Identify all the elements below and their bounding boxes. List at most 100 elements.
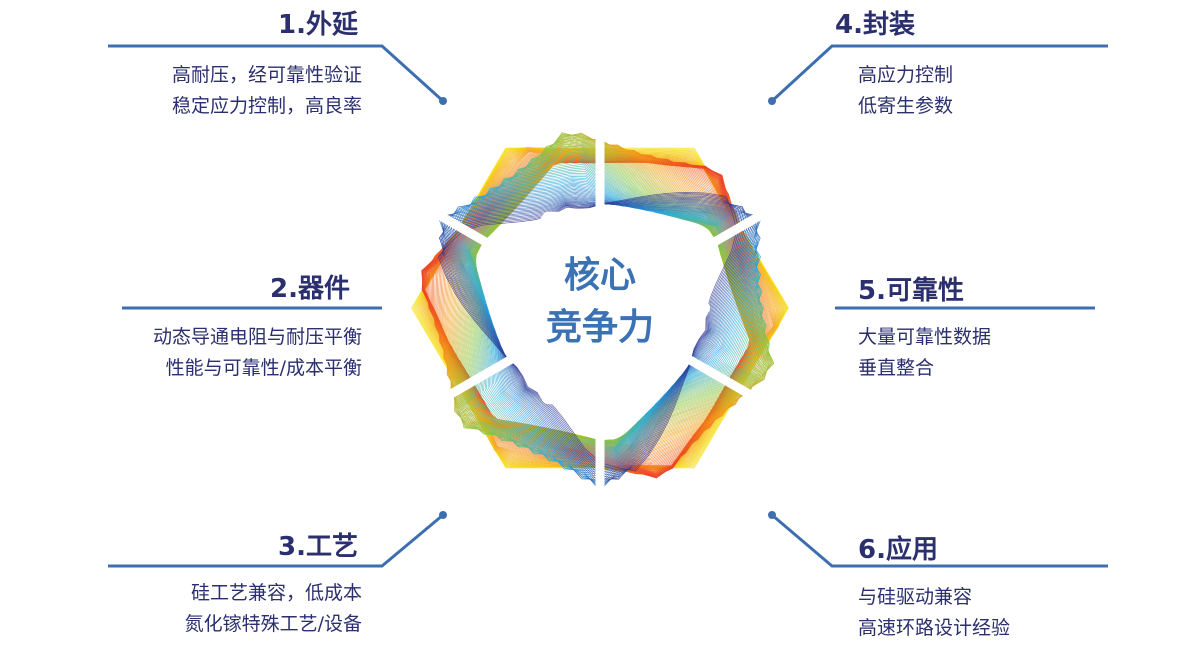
connector-dot-6 xyxy=(768,511,776,519)
rainbow-band-line xyxy=(440,152,750,457)
rainbow-band-line xyxy=(435,156,751,465)
item-5-line-2: 垂直整合 xyxy=(858,357,935,379)
rainbow-band-line xyxy=(453,187,757,476)
rainbow-band-line xyxy=(445,146,756,451)
rainbow-band-line xyxy=(424,148,780,467)
item-6-title: 6.应用 xyxy=(858,535,938,565)
rainbow-band-line xyxy=(442,200,758,487)
rainbow-band-line xyxy=(438,154,751,461)
item-3-line-1: 硅工艺兼容，低成本 xyxy=(190,582,362,604)
center-line-2: 竞争力 xyxy=(545,307,654,348)
rainbow-band-line xyxy=(440,199,760,490)
rainbow-band-line xyxy=(417,147,786,467)
rainbow-band-line xyxy=(446,193,759,483)
rainbow-band-line xyxy=(451,136,767,443)
rainbow-band-line xyxy=(442,150,751,455)
item-4-line-2: 低寄生参数 xyxy=(858,95,954,117)
item-4-title: 4.封装 xyxy=(835,10,915,40)
item-1-line-2: 稳定应力控制，高良率 xyxy=(171,95,362,117)
rainbow-band-line xyxy=(430,157,752,470)
rainbow-band-line xyxy=(412,147,789,469)
item-6-line-2: 高速环路设计经验 xyxy=(858,617,1011,639)
rainbow-band-line xyxy=(437,191,737,472)
rainbow-band-line xyxy=(419,147,785,467)
rainbow-band-line xyxy=(413,147,788,468)
item-5-title: 5.可靠性 xyxy=(858,276,964,306)
rainbow-band-line xyxy=(451,138,766,444)
segment-gap xyxy=(683,353,798,425)
center-hole xyxy=(490,211,710,405)
item-6-line-1: 与硅驱动兼容 xyxy=(858,586,973,608)
connector-6 xyxy=(771,513,1108,568)
rainbow-band-line xyxy=(443,148,753,454)
item-3-description: 硅工艺兼容，低成本 氮化镓特殊工艺/设备 xyxy=(185,578,362,640)
segment-gap xyxy=(402,353,517,425)
rainbow-band-line xyxy=(448,191,761,480)
rainbow-band-line xyxy=(415,147,787,468)
rainbow-band-line xyxy=(416,147,786,468)
rainbow-band-line xyxy=(456,134,772,442)
rainbow-band-line xyxy=(441,196,747,478)
item-2-description: 动态导通电阻与耐压平衡 性能与可靠性/成本平衡 xyxy=(153,322,362,384)
rainbow-band-line xyxy=(438,199,751,480)
rainbow-band-line xyxy=(442,195,744,475)
rainbow-band-line xyxy=(446,144,758,450)
rainbow-band-line xyxy=(440,200,754,482)
item-1-line-1: 高耐压，经可靠性验证 xyxy=(171,64,362,86)
rainbow-band-line xyxy=(444,147,755,452)
item-1-title: 1.外延 xyxy=(278,10,358,40)
rainbow-band-line xyxy=(420,147,783,467)
rainbow-band-line xyxy=(450,139,764,446)
rainbow-band-line xyxy=(422,147,782,467)
rainbow-band-line xyxy=(423,147,780,467)
rainbow-band-line xyxy=(437,154,751,462)
rainbow-hexagon-graphic xyxy=(402,83,798,533)
rainbow-band-line xyxy=(439,153,750,459)
item-5-description: 大量可靠性数据 垂直整合 xyxy=(858,322,991,384)
rainbow-band-line xyxy=(423,147,781,467)
rainbow-band-line xyxy=(441,195,759,487)
rainbow-band-line xyxy=(429,158,753,471)
rainbow-band-line xyxy=(420,147,784,467)
rainbow-band-line xyxy=(444,194,758,485)
item-3-line-2: 氮化镓特殊工艺/设备 xyxy=(184,613,362,635)
rainbow-band-line xyxy=(442,201,756,484)
rainbow-band-line xyxy=(447,143,760,448)
rainbow-band-line xyxy=(441,151,751,456)
connector-dot-4 xyxy=(768,97,776,105)
rainbow-band-line xyxy=(433,156,752,467)
rainbow-band-line xyxy=(421,160,754,477)
rainbow-band-line xyxy=(446,145,757,450)
rainbow-band-line xyxy=(414,147,787,468)
item-1-description: 高耐压，经可靠性验证 稳定应力控制，高良率 xyxy=(172,60,362,122)
rainbow-band-line xyxy=(450,190,761,480)
rainbow-band-line xyxy=(413,147,788,468)
rainbow-band-line xyxy=(456,133,773,442)
rainbow-band-line xyxy=(449,140,763,447)
item-2-title: 2.器件 xyxy=(270,274,350,304)
rainbow-band-line xyxy=(439,152,750,458)
item-2-line-1: 动态导通电阻与耐压平衡 xyxy=(152,326,362,348)
rainbow-band-line xyxy=(424,149,777,468)
item-3-title: 3.工艺 xyxy=(278,532,358,562)
connector-dot-1 xyxy=(439,97,447,105)
rainbow-band-line xyxy=(443,147,754,453)
rainbow-band-line xyxy=(439,193,740,471)
rainbow-band-line xyxy=(443,149,752,454)
rainbow-band-line xyxy=(411,147,789,469)
segment-gap xyxy=(683,191,798,263)
connector-1 xyxy=(108,44,445,103)
rainbow-band-line xyxy=(439,197,749,480)
rainbow-band-line xyxy=(458,183,762,471)
item-4-description: 高应力控制 低寄生参数 xyxy=(858,60,953,122)
rainbow-band-line xyxy=(436,155,751,463)
rainbow-band-line xyxy=(426,158,754,474)
rainbow-band-line xyxy=(439,196,761,490)
item-5-line-1: 大量可靠性数据 xyxy=(858,326,992,348)
rainbow-band-line xyxy=(431,157,752,469)
rainbow-band-line xyxy=(457,184,760,472)
rainbow-band-line xyxy=(434,156,751,466)
rainbow-band-line xyxy=(454,132,769,441)
rainbow-band-line xyxy=(455,186,759,474)
